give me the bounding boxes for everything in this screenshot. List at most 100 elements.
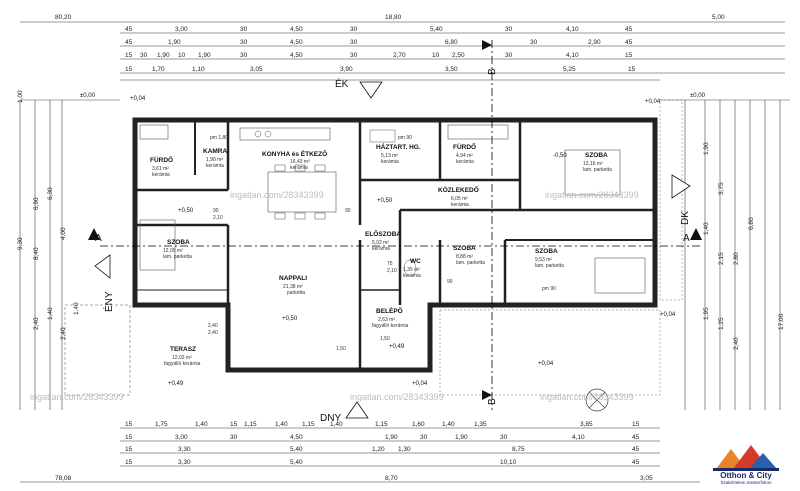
svg-text:+0,50: +0,50 [282, 316, 298, 322]
svg-text:1,75: 1,75 [155, 421, 168, 428]
svg-text:1,15: 1,15 [244, 421, 257, 428]
svg-text:75: 75 [387, 261, 393, 267]
svg-text:3,90: 3,90 [340, 66, 353, 73]
svg-text:1,10: 1,10 [192, 66, 205, 73]
svg-text:BELÉPŐ: BELÉPŐ [376, 306, 403, 315]
svg-text:1,90: 1,90 [703, 142, 710, 155]
svg-text:15: 15 [230, 421, 238, 428]
svg-text:1,20: 1,20 [372, 446, 385, 453]
svg-text:10: 10 [178, 52, 186, 59]
section-mark-b-bottom: B [487, 398, 498, 405]
svg-text:3,61 m²: 3,61 m² [152, 166, 169, 172]
svg-text:4,50: 4,50 [290, 39, 303, 46]
svg-text:45: 45 [125, 39, 133, 46]
svg-text:1,40: 1,40 [703, 222, 710, 235]
svg-text:HÁZTART. HG.: HÁZTART. HG. [376, 142, 421, 151]
watermarks: ingatlan.com/28343399 ingatlan.com/28343… [30, 190, 639, 402]
svg-text:1,40: 1,40 [330, 421, 343, 428]
svg-text:10,10: 10,10 [500, 459, 517, 466]
svg-text:8,88 m²: 8,88 m² [456, 254, 473, 260]
svg-text:2,10: 2,10 [387, 268, 397, 274]
svg-text:4,50: 4,50 [290, 434, 303, 441]
svg-text:10: 10 [432, 52, 440, 59]
svg-text:1,90: 1,90 [385, 434, 398, 441]
svg-text:ingatlan.com/28343399: ingatlan.com/28343399 [545, 190, 639, 200]
svg-text:TERASZ: TERASZ [170, 346, 196, 353]
svg-text:6,80: 6,80 [748, 217, 755, 230]
svg-text:45: 45 [625, 26, 633, 33]
svg-text:SZOBA: SZOBA [453, 245, 476, 252]
svg-text:30: 30 [530, 39, 538, 46]
svg-text:lam. parketta: lam. parketta [583, 167, 612, 173]
svg-text:2,40: 2,40 [208, 323, 218, 329]
svg-text:lam. parketta: lam. parketta [456, 260, 485, 266]
svg-text:2,50: 2,50 [452, 52, 465, 59]
svg-text:30: 30 [140, 52, 148, 59]
svg-text:NAPPALI: NAPPALI [279, 275, 307, 282]
svg-text:1,00: 1,00 [17, 90, 24, 103]
svg-text:1,40: 1,40 [73, 302, 80, 315]
svg-text:30: 30 [240, 52, 248, 59]
svg-text:kerámia: kerámia [206, 163, 224, 169]
logo-tagline: Szakértelem.mesterfokon [720, 480, 772, 485]
svg-text:2,40: 2,40 [208, 330, 218, 336]
svg-text:8,75: 8,75 [512, 446, 525, 453]
left-dimensions: 1,00 6,90 9,30 8,40 6,30 4,00 2,40 1,40 … [17, 90, 80, 340]
svg-text:21,38 m²: 21,38 m² [283, 284, 303, 290]
svg-text:1,95: 1,95 [703, 307, 710, 320]
svg-text:2,40: 2,40 [60, 327, 67, 340]
svg-text:ingatlan.com/28343399: ingatlan.com/28343399 [350, 392, 444, 402]
svg-text:8,70: 8,70 [385, 475, 398, 482]
svg-text:8,40: 8,40 [33, 247, 40, 260]
svg-text:12,00 m²: 12,00 m² [163, 248, 183, 254]
building-walls [132, 117, 658, 373]
svg-text:1,15: 1,15 [302, 421, 315, 428]
svg-text:pm 90: pm 90 [542, 286, 556, 292]
direction-north: ÉK [335, 77, 349, 90]
svg-text:15: 15 [125, 52, 133, 59]
svg-text:15: 15 [125, 66, 133, 73]
direction-south: DNY [320, 413, 341, 424]
logo-brand-name: Otthon & City [720, 471, 772, 480]
svg-text:1,25: 1,25 [718, 317, 725, 330]
svg-text:15: 15 [125, 446, 133, 453]
svg-text:4,10: 4,10 [566, 26, 579, 33]
svg-text:1,50: 1,50 [380, 336, 390, 342]
right-dimensions: 1,90 3,75 1,40 2,15 6,80 17,00 2,80 1,95… [703, 142, 785, 350]
svg-text:3,50: 3,50 [445, 66, 458, 73]
svg-text:45: 45 [632, 446, 640, 453]
brand-logo: Otthon & City Szakértelem.mesterfokon [700, 436, 792, 486]
svg-text:15: 15 [632, 421, 640, 428]
svg-text:30: 30 [230, 434, 238, 441]
svg-text:KAMRA: KAMRA [203, 148, 227, 155]
svg-text:2,70: 2,70 [393, 52, 406, 59]
svg-text:4,50: 4,50 [290, 52, 303, 59]
svg-text:6,80: 6,80 [445, 39, 458, 46]
svg-text:+0,04: +0,04 [538, 361, 554, 367]
svg-text:45: 45 [125, 26, 133, 33]
svg-text:13,16 m²: 13,16 m² [583, 161, 603, 167]
svg-text:1,35: 1,35 [474, 421, 487, 428]
furniture [139, 124, 646, 294]
dim-top-total-left: 80,20 [55, 14, 72, 21]
svg-text:78,08: 78,08 [55, 475, 72, 482]
svg-text:30: 30 [350, 26, 358, 33]
svg-text:30: 30 [240, 39, 248, 46]
svg-text:+0,49: +0,49 [389, 344, 405, 350]
svg-text:KONYHA és ÉTKEZŐ: KONYHA és ÉTKEZŐ [262, 149, 327, 158]
top-dimension-chains: 80,20 18,80 5,00 45 3,00 30 4,50 30 5,40… [20, 14, 785, 81]
svg-text:12,03 m²: 12,03 m² [172, 355, 192, 361]
svg-text:3,30: 3,30 [178, 459, 191, 466]
svg-text:30: 30 [350, 39, 358, 46]
svg-text:1,40: 1,40 [275, 421, 288, 428]
svg-text:+0,04: +0,04 [660, 312, 676, 318]
svg-text:5,13 m²: 5,13 m² [381, 153, 398, 159]
site-context [19, 99, 790, 412]
svg-text:30: 30 [505, 52, 513, 59]
